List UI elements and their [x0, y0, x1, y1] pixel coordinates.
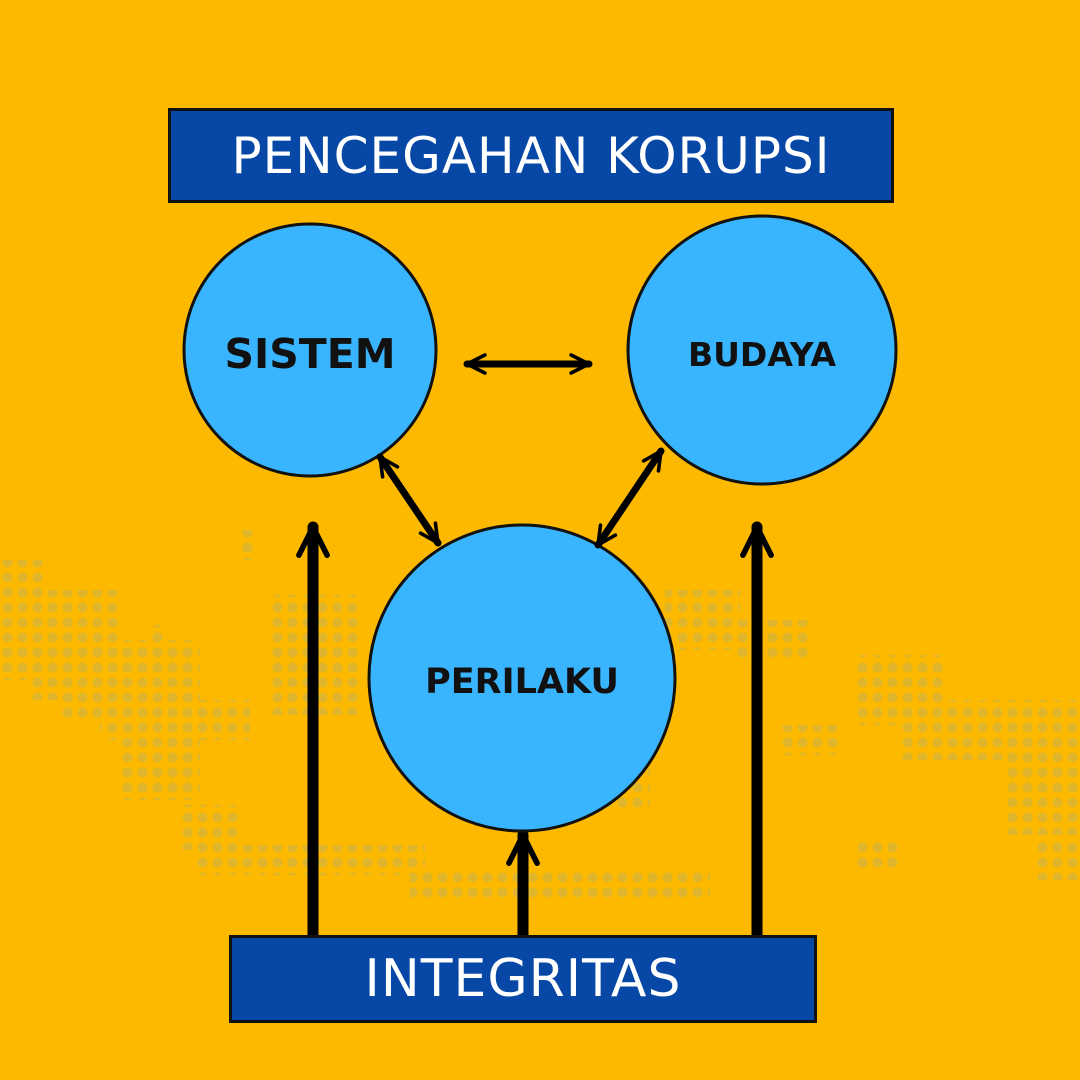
map-dots [410, 870, 710, 900]
arrow-budaya-perilaku [594, 447, 665, 549]
foundation-banner: INTEGRITAS [229, 935, 817, 1023]
perilaku-label: PERILAKU [425, 662, 619, 702]
sistem-circle [182, 222, 438, 478]
map-dots [1005, 745, 1080, 835]
sistem-label: SISTEM [224, 330, 395, 378]
map-dots [780, 725, 840, 755]
map-dots [180, 805, 240, 850]
map-dots [735, 620, 810, 660]
map-dots [100, 700, 250, 740]
perilaku-circle [367, 523, 677, 833]
map-dots [1035, 840, 1080, 880]
arrow-sistem-perilaku [376, 453, 442, 547]
dotted-map-background [0, 530, 1080, 900]
map-dots [855, 840, 900, 870]
map-dots [120, 740, 200, 800]
map-dots [240, 530, 255, 560]
title-text: PENCEGAHAN KORUPSI [231, 126, 831, 185]
budaya-circle [626, 214, 898, 486]
title-banner: PENCEGAHAN KORUPSI [168, 108, 894, 203]
map-dots [150, 625, 165, 640]
budaya-label: BUDAYA [688, 335, 836, 374]
foundation-text: INTEGRITAS [364, 949, 682, 1009]
map-dots [665, 590, 740, 650]
